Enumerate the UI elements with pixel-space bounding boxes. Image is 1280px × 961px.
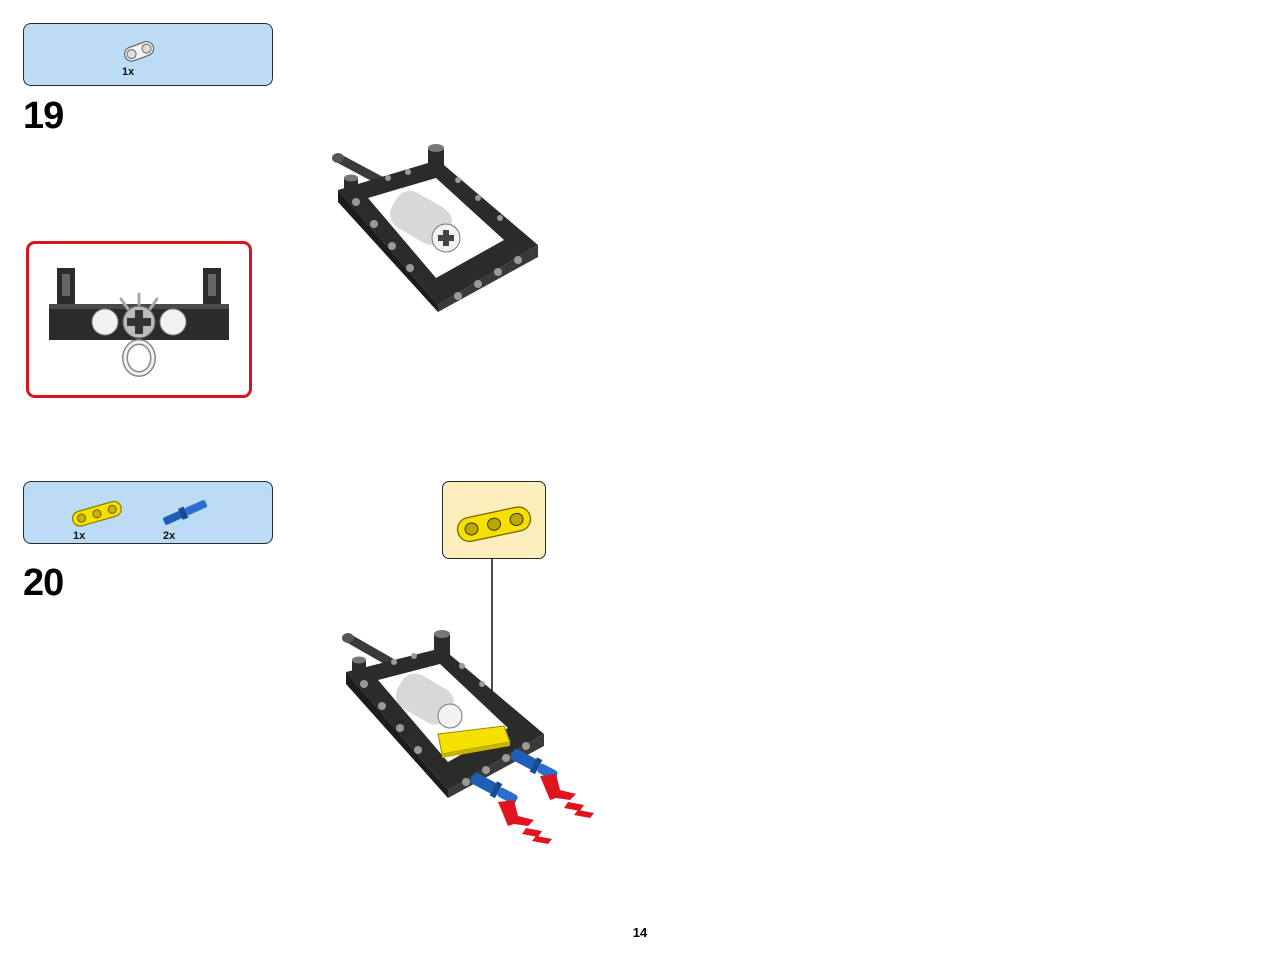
detail-callout xyxy=(26,241,252,398)
part-quantity: 1x xyxy=(122,66,135,78)
step-20-parts-box: 1x 2x xyxy=(23,481,273,544)
step-20-assembly-illustration xyxy=(342,630,594,844)
blue-pin-part-icon xyxy=(163,500,208,525)
yellow-beam-icon xyxy=(456,506,532,543)
yellow-beam-part-icon xyxy=(71,500,122,527)
frame-end-view-illustration xyxy=(49,268,229,377)
part-quantity: 2x xyxy=(163,530,176,542)
axle-connector-part-icon xyxy=(123,41,155,62)
part-quantity: 1x xyxy=(73,530,86,542)
step-number-19: 19 xyxy=(23,95,64,137)
push-arrow-icon xyxy=(498,774,594,844)
highlight-part-box xyxy=(442,481,546,559)
step-19-assembly-illustration xyxy=(332,144,538,312)
page-number: 14 xyxy=(632,925,648,940)
step-19-parts-box: 1x xyxy=(23,23,273,86)
step-number-20: 20 xyxy=(23,562,64,604)
